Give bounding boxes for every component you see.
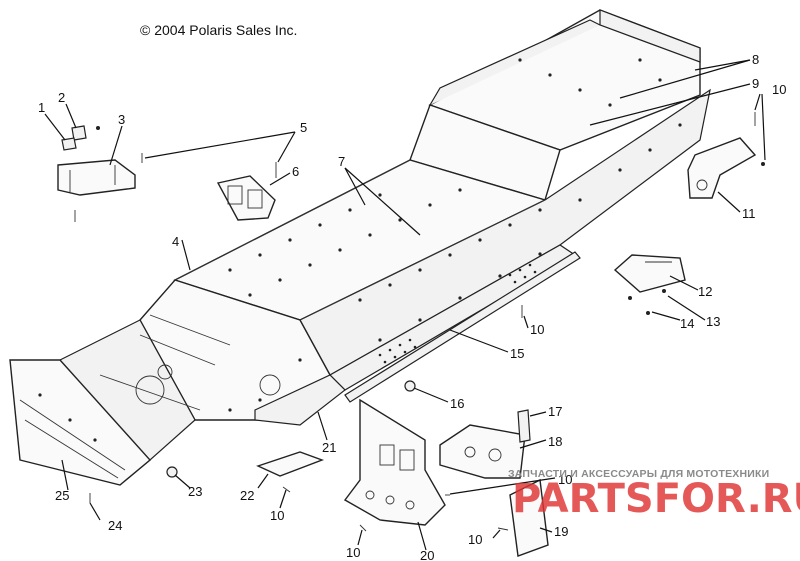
callout-10-c: 10: [558, 472, 572, 487]
callout-10-e: 10: [346, 545, 360, 560]
part-11-bracket: [687, 137, 757, 199]
callout-25: 25: [55, 488, 69, 503]
callout-16: 16: [450, 396, 464, 411]
callout-21: 21: [322, 440, 336, 455]
callout-10-f: 10: [270, 508, 284, 523]
part-6-bracket: [216, 175, 276, 221]
part-22-plate: [256, 451, 325, 477]
callout-20: 20: [420, 548, 434, 561]
copyright-text: © 2004 Polaris Sales Inc.: [140, 22, 298, 38]
perforation-patch: [378, 263, 537, 364]
callout-7: 7: [338, 154, 345, 169]
part-18-plate: [439, 424, 526, 479]
part-20-plate: [343, 398, 446, 526]
callout-3: 3: [118, 112, 125, 127]
callout-8: 8: [752, 52, 759, 67]
callout-18: 18: [548, 434, 562, 449]
callout-13: 13: [706, 314, 720, 329]
callout-12: 12: [698, 284, 712, 299]
watermark-caption: ЗАПЧАСТИ И АКСЕССУАРЫ ДЛЯ МОТОТЕХНИКИ: [508, 468, 770, 480]
callout-10-d: 10: [468, 532, 482, 547]
callout-11: 11: [742, 206, 756, 221]
part-1-clip: [61, 137, 77, 151]
part-23-nut: [166, 466, 178, 478]
part-3-bracket: [57, 159, 136, 196]
part-16-nut: [404, 380, 416, 392]
part-12-bracket: [613, 254, 686, 293]
callout-17: 17: [548, 404, 562, 419]
callout-9: 9: [752, 76, 759, 91]
callout-labels: 1 2 3 4 5 6 7 8 9 10 11 12 13 14 15 16 1…: [38, 52, 786, 561]
watermark-logo: PARTSFOR.RU: [512, 476, 800, 522]
callout-6: 6: [292, 164, 299, 179]
part-15-rail: [344, 251, 581, 403]
fasteners: [74, 112, 765, 532]
part-17-bracket: [517, 409, 531, 443]
callout-19: 19: [554, 524, 568, 539]
callout-14: 14: [680, 316, 694, 331]
callout-10-a: 10: [772, 82, 786, 97]
part-19-bracket: [509, 478, 549, 557]
part-2-clip: [71, 125, 87, 141]
callout-10-b: 10: [530, 322, 544, 337]
rivet-dots: [38, 58, 682, 442]
leader-lines: [44, 59, 766, 551]
callout-4: 4: [172, 234, 179, 249]
callout-1: 1: [38, 100, 45, 115]
callout-24: 24: [108, 518, 122, 533]
callout-2: 2: [58, 90, 65, 105]
callout-5: 5: [300, 120, 307, 135]
callout-22: 22: [240, 488, 254, 503]
chassis-tunnel: [9, 9, 711, 486]
callout-23: 23: [188, 484, 202, 499]
callout-15: 15: [510, 346, 524, 361]
